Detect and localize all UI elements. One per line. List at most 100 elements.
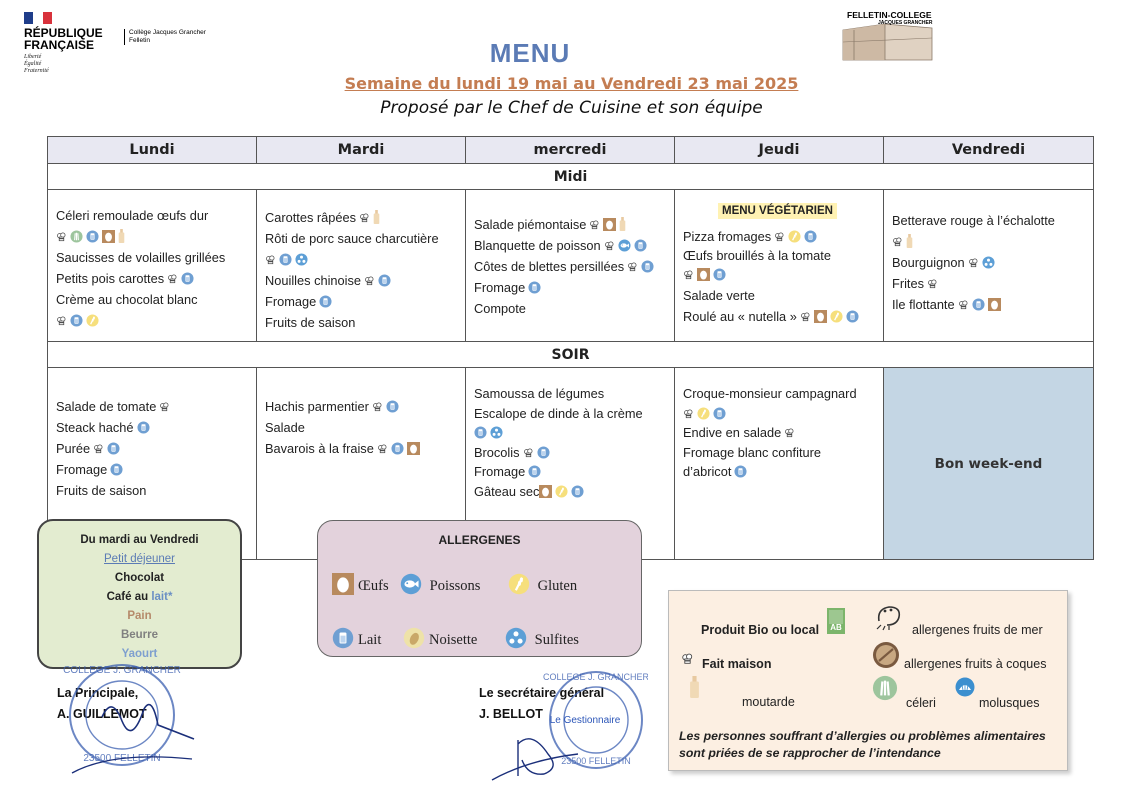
gluten-icon — [508, 573, 530, 595]
svg-text:23500 FELLETIN: 23500 FELLETIN — [561, 756, 631, 766]
fait-maison-icon — [604, 241, 615, 252]
menu-item: Fromage — [56, 459, 248, 480]
mollusques-icon — [955, 677, 975, 697]
allergene-oeufs: Œufs — [332, 573, 389, 595]
dish-label: Ile flottante — [892, 297, 955, 312]
flag-icon — [24, 12, 52, 24]
midi-mercredi-cell: Salade piémontaise Blanquette de poisson… — [465, 189, 675, 342]
page-title: MENU — [489, 38, 571, 68]
moutarde-icon — [689, 676, 700, 698]
allergene-label: Noisette — [429, 632, 478, 648]
oeuf-icon — [102, 230, 115, 243]
subtitle: Proposé par le Chef de Cuisine et son éq… — [380, 98, 763, 118]
menu-item: Fruits de saison — [56, 480, 248, 501]
service-label-midi: Midi — [47, 163, 1094, 190]
breakfast-beurre: Beurre — [120, 629, 159, 641]
allergene-noisette: Noisette — [403, 627, 477, 649]
fait-maison-icon — [683, 270, 694, 281]
gluten-icon — [788, 230, 801, 243]
lait-icon — [378, 274, 391, 287]
fruits-a-coques-icon — [873, 642, 899, 668]
dish-label: Gâteau sec — [474, 483, 540, 499]
legend-celeri: céleri — [906, 696, 936, 710]
fait-maison-icon — [159, 402, 170, 413]
midi-jeudi-cell: MENU VÉGÉTARIEN Pizza fromages Œufs brou… — [674, 189, 884, 342]
fait-maison-icon — [784, 428, 795, 439]
dish-label: Bourguignon — [892, 255, 965, 270]
legend-bio: Produit Bio ou local — [701, 623, 820, 637]
menu-item: Petits pois carottes — [56, 268, 248, 289]
menu-item-icons — [56, 310, 248, 331]
menu-item-icons — [683, 264, 875, 285]
allergene-label: Œufs — [358, 578, 389, 594]
legend-box: Produit Bio ou local AB allergenes fruit… — [668, 590, 1068, 771]
lait-icon — [86, 230, 99, 243]
oeuf-icon — [814, 310, 827, 323]
dish-label: Fromage — [265, 293, 317, 309]
service-row-soir: SOIR — [47, 341, 1094, 368]
menu-item: Compote — [474, 298, 666, 319]
motto-fraternite: Fraternité — [24, 68, 49, 74]
lait-icon — [734, 465, 747, 478]
college-building-icon — [842, 23, 933, 61]
fait-maison-icon — [523, 448, 534, 459]
fait-maison-icon — [681, 653, 694, 666]
dish-label: Betterave rouge à l’échalotte — [892, 213, 1055, 228]
dish-label: Samoussa de légumes — [474, 386, 605, 401]
dish-label: Œufs brouillés à la tomate — [683, 247, 831, 263]
menu-item-icons — [56, 226, 248, 247]
menu-item: Saucisses de volailles grillées — [56, 247, 248, 268]
midi-mardi-cell: Carottes râpées Rôti de porc sauce charc… — [256, 189, 466, 342]
menu-item: Fruits de saison — [265, 312, 457, 333]
lait-icon — [70, 314, 83, 327]
dish-label: Côtes de blettes persillées — [474, 259, 625, 274]
dish-label: Fromage — [474, 464, 526, 479]
dish-label: Fruits de saison — [265, 314, 356, 330]
lait-label: lait* — [151, 591, 173, 603]
lait-icon — [386, 400, 399, 413]
fait-maison-icon — [56, 232, 67, 243]
dish-label: Blanquette de poisson — [474, 238, 601, 253]
menu-item: Côtes de blettes persillées — [474, 256, 666, 277]
fait-maison-icon — [377, 444, 388, 455]
cafe-label: Café au — [106, 591, 152, 603]
lait-icon — [181, 272, 194, 285]
fait-maison-icon — [683, 409, 694, 420]
svg-text:COLLEGE J. GRANCHER: COLLEGE J. GRANCHER — [543, 672, 648, 682]
college-name: Collège Jacques Grancher Felletin — [124, 29, 206, 45]
menu-item: Bourguignon — [892, 252, 1085, 273]
lait-icon — [319, 295, 332, 308]
college-line2: Felletin — [129, 37, 150, 44]
sulfite-icon — [295, 253, 308, 266]
motto: Liberté Égalité Fraternité — [24, 54, 103, 75]
lait-icon — [846, 310, 859, 323]
menu-item: Samoussa de légumes — [474, 384, 666, 404]
menu-item: Fromage — [474, 462, 666, 482]
menu-item: Rôti de porc sauce charcutière — [265, 228, 457, 249]
dish-label: Escalope de dinde à la crème — [474, 405, 643, 421]
college-stamp-secretaire: COLLEGE J. GRANCHER 23500 FELLETIN Le Ge… — [491, 671, 648, 781]
moutarde-icon — [619, 217, 626, 231]
oeuf-icon — [407, 442, 420, 455]
menu-item: Steack haché — [56, 417, 248, 438]
principale-name: A. GUILLEMOT — [57, 707, 147, 721]
dish-label: Frites — [892, 276, 924, 291]
fait-maison-icon — [927, 279, 938, 290]
menu-item: Purée — [56, 438, 248, 459]
menu-item: Betterave rouge à l’échalotte — [892, 210, 1085, 231]
gluten-icon — [555, 485, 568, 498]
noisette-icon — [403, 627, 425, 649]
moutarde-icon — [906, 234, 913, 248]
allergene-label: Gluten — [537, 578, 578, 594]
lait-icon — [528, 281, 541, 294]
breakfast-cafe: Café au lait* — [39, 588, 240, 607]
oeuf-icon — [332, 573, 354, 595]
dish-label: Céleri remoulade œufs dur — [56, 207, 209, 223]
soir-jeudi-cell: Croque-monsieur campagnard Endive en sal… — [674, 367, 884, 560]
allergene-sulfites: Sulfites — [505, 627, 579, 649]
menu-item: Carottes râpées — [265, 207, 457, 228]
gluten-icon — [697, 407, 710, 420]
oeuf-icon — [988, 298, 1001, 311]
lait-icon — [332, 627, 354, 649]
menu-item: Escalope de dinde à la crème — [474, 404, 666, 424]
